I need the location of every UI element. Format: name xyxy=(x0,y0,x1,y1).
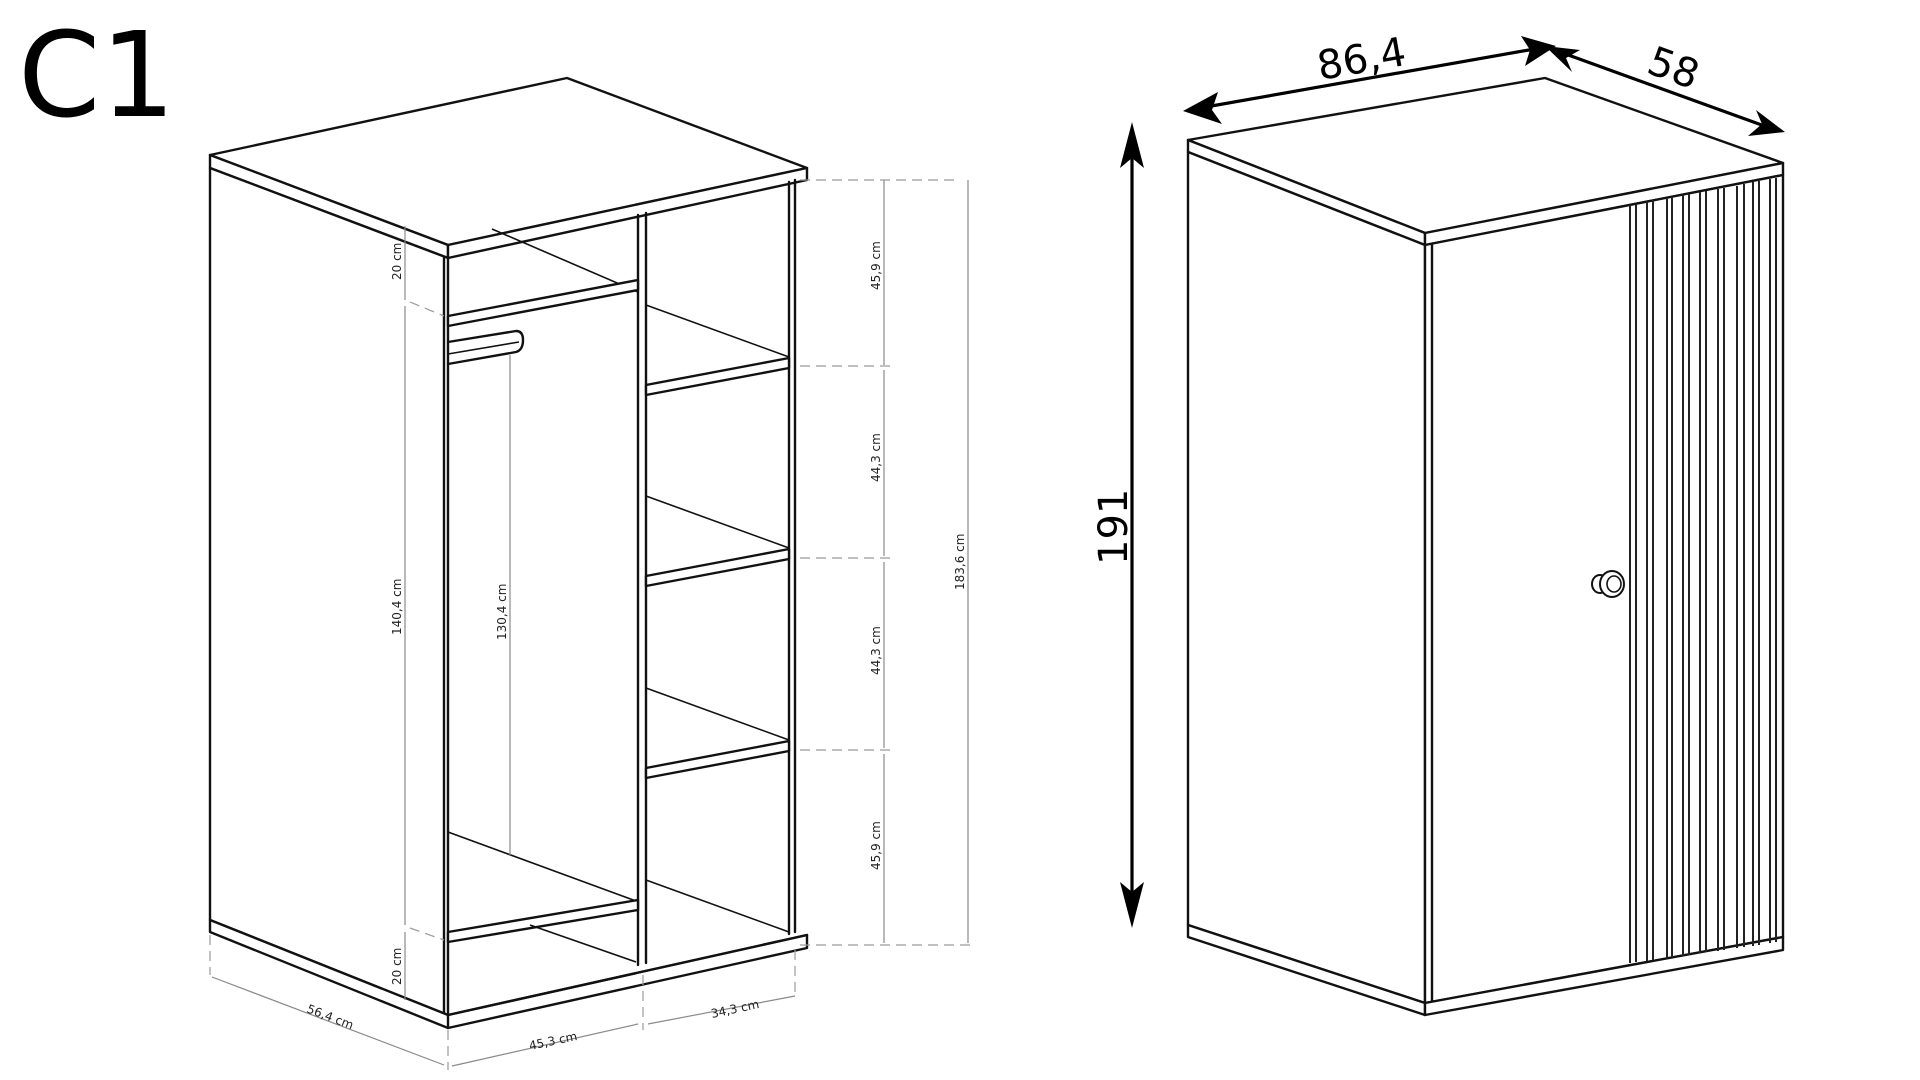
dim-depth-big: 58 xyxy=(1642,38,1706,99)
left-side-panel xyxy=(208,166,450,1017)
door-knob-icon xyxy=(1591,570,1625,598)
dim-height: 191 xyxy=(1091,489,1137,565)
dim-left-width: 45,3 cm xyxy=(528,1029,579,1053)
dim-right-width: 34,3 cm xyxy=(710,997,761,1021)
side-panel xyxy=(1186,150,1427,1005)
bottom-shelf-left xyxy=(446,898,640,944)
top-shelf-left xyxy=(446,278,640,328)
dim-shelf-3: 44,3 cm xyxy=(869,626,883,675)
dim-shelf-4: 45,9 cm xyxy=(869,821,883,870)
dim-top-compartment: 20 cm xyxy=(390,243,404,280)
arrow-right-icon xyxy=(1521,36,1556,66)
shelf-right-1 xyxy=(644,356,791,397)
dim-inner-height: 183,6 cm xyxy=(953,534,967,590)
dim-shelf-2: 44,3 cm xyxy=(869,433,883,482)
dim-hanging-space: 140,4 cm xyxy=(390,579,404,635)
dim-rail-height: 130,4 cm xyxy=(495,584,509,640)
arrow-down-icon xyxy=(1748,110,1785,136)
open-wardrobe-drawing xyxy=(208,76,809,1030)
ribbed-door-panel xyxy=(1629,178,1777,963)
arrow-bottom-icon xyxy=(1120,882,1144,928)
dim-bottom-compartment: 20 cm xyxy=(390,948,404,985)
closed-wardrobe-drawing xyxy=(1186,76,1785,1017)
dim-shelf-1: 45,9 cm xyxy=(869,241,883,290)
arrow-up-icon xyxy=(1545,46,1580,72)
hanging-rail xyxy=(446,329,525,366)
arrow-left-icon xyxy=(1183,92,1222,124)
shelf-right-2 xyxy=(644,547,791,588)
model-title: C1 xyxy=(18,6,175,144)
shelf-right-3 xyxy=(644,739,791,780)
dim-width: 86,4 xyxy=(1314,29,1410,90)
dim-depth: 56,4 cm xyxy=(305,1002,356,1033)
arrow-top-icon xyxy=(1120,122,1144,168)
